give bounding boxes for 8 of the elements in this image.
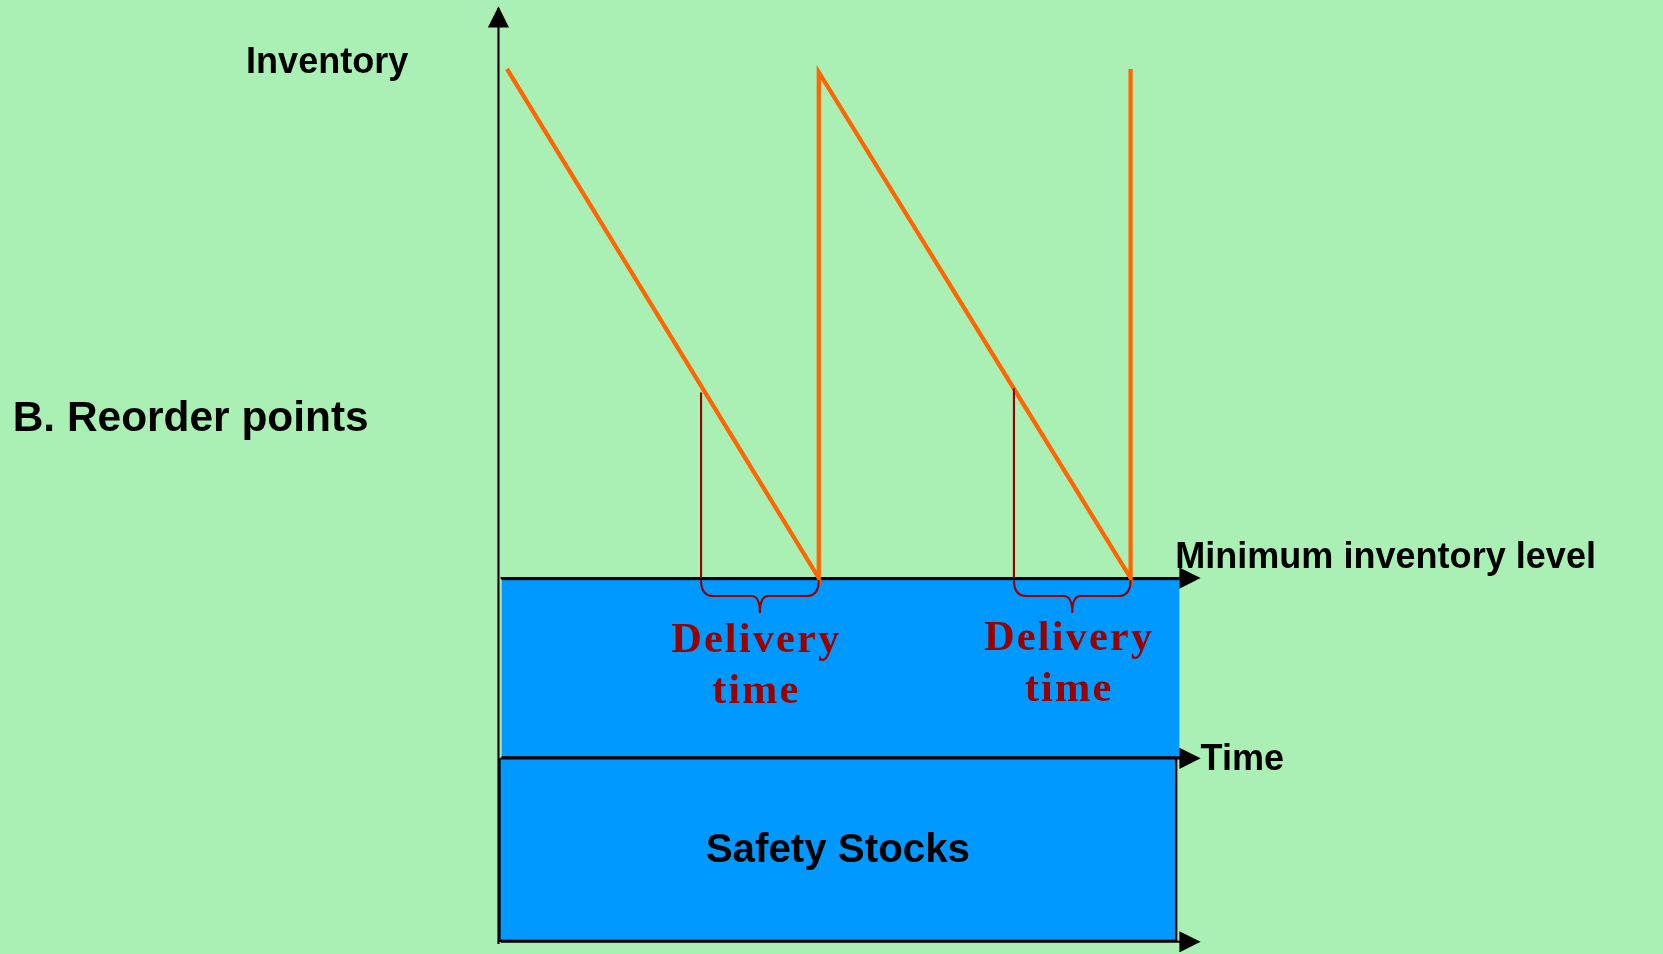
brace-label: Delivery time xyxy=(983,610,1156,713)
band-label: Safety Stocks xyxy=(705,826,971,872)
axis-label: Time xyxy=(1200,737,1285,779)
brace-label: Delivery time xyxy=(670,613,843,715)
heading: B. Reorder points xyxy=(12,392,369,441)
level-label: Minimum inventory level xyxy=(1175,535,1596,577)
axis-label: Inventory xyxy=(246,40,409,82)
safety-stock-band xyxy=(498,758,1178,942)
